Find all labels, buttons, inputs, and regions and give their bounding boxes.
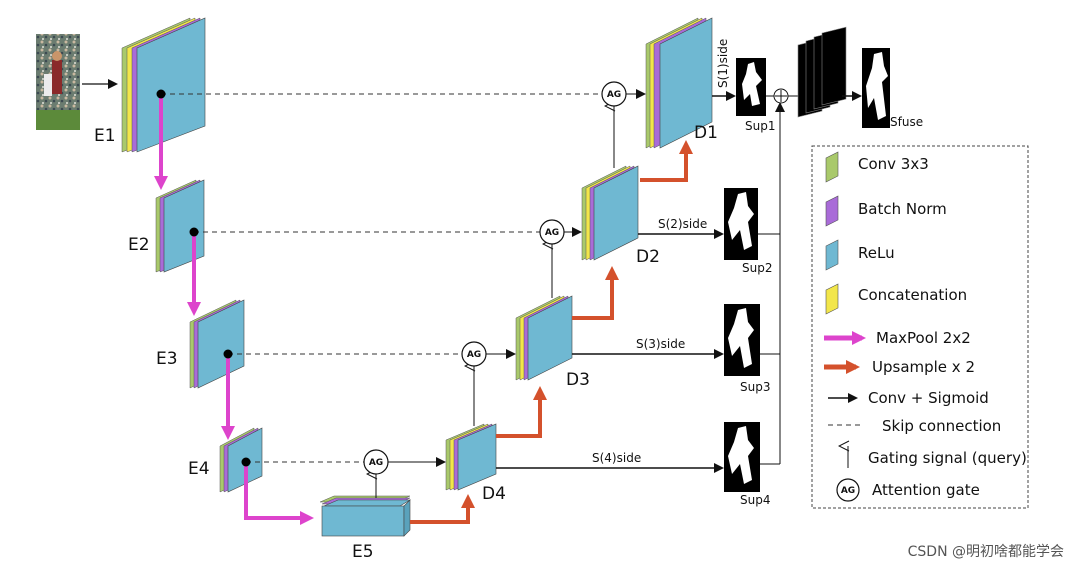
- label-d3: D3: [566, 370, 590, 390]
- stacked-masks: [797, 26, 847, 118]
- attention-gate-3: AG: [461, 341, 487, 367]
- attention-gate-2: AG: [539, 219, 565, 245]
- label-d4: D4: [482, 484, 506, 504]
- svg-text:MaxPool 2x2: MaxPool 2x2: [876, 329, 971, 347]
- label-sup1: Sup1: [745, 119, 775, 133]
- block-d1: [645, 17, 713, 149]
- legend-relu: ReLu: [825, 239, 895, 271]
- svg-text:AG: AG: [369, 458, 383, 468]
- legend-maxpool: MaxPool 2x2: [824, 329, 971, 347]
- block-d2: [581, 165, 639, 261]
- skip-connections: [161, 93, 602, 463]
- svg-text:AG: AG: [545, 228, 559, 238]
- label-e4: E4: [188, 459, 210, 479]
- block-e1: [121, 17, 206, 153]
- input-image: [36, 34, 80, 130]
- gating-signals: [376, 106, 614, 498]
- label-s3-side: S(3)side: [636, 337, 685, 351]
- block-d4: [445, 423, 497, 491]
- label-e2: E2: [128, 235, 150, 255]
- legend-gating: Gating signal (query): [848, 446, 1027, 468]
- svg-text:Upsample x 2: Upsample x 2: [872, 358, 975, 376]
- sup3-mask: [724, 304, 760, 376]
- label-sfuse: Sfuse: [890, 115, 923, 129]
- svg-text:Skip connection: Skip connection: [882, 417, 1001, 435]
- label-s4-side: S(4)side: [592, 451, 641, 465]
- maxpool-arrows: [154, 94, 314, 525]
- sup2-mask: [724, 188, 758, 260]
- legend-conv-sigmoid: Conv + Sigmoid: [828, 389, 989, 407]
- block-e4: [219, 427, 263, 493]
- svg-text:Batch Norm: Batch Norm: [858, 200, 947, 218]
- legend-upsample: Upsample x 2: [824, 358, 975, 376]
- side-output-arrows: [496, 91, 736, 473]
- skip-origin-dots: [156, 89, 251, 467]
- block-d3: [515, 295, 573, 381]
- legend-batch-norm: Batch Norm: [825, 195, 947, 227]
- block-e2: [155, 179, 205, 273]
- svg-text:Conv + Sigmoid: Conv + Sigmoid: [868, 389, 989, 407]
- ag-output-arrows: [388, 89, 646, 467]
- legend-concatenation: Concatenation: [825, 283, 967, 315]
- label-e5: E5: [352, 542, 374, 562]
- watermark: CSDN @明初啥都能学会: [908, 543, 1064, 560]
- sup4-mask: [724, 422, 760, 492]
- svg-text:Conv 3x3: Conv 3x3: [858, 155, 929, 173]
- legend: Conv 3x3 Batch Norm ReLu Concatenation M…: [811, 145, 1029, 509]
- attention-gate-1: AG: [601, 81, 627, 107]
- svg-text:AG: AG: [607, 90, 621, 100]
- svg-text:Attention gate: Attention gate: [872, 481, 980, 499]
- label-sup3: Sup3: [740, 380, 770, 394]
- label-sup2: Sup2: [742, 261, 772, 275]
- fusion-lines: [758, 95, 798, 465]
- sup1-mask: [736, 58, 766, 116]
- label-s2-side: S(2)side: [658, 217, 707, 231]
- upsample-arrows: [410, 140, 693, 524]
- label-d2: D2: [636, 247, 660, 267]
- legend-attention-gate: AG Attention gate: [836, 478, 980, 502]
- svg-text:AG: AG: [841, 486, 855, 496]
- attention-gate-4: AG: [363, 449, 389, 475]
- label-d1: D1: [694, 123, 718, 143]
- legend-conv: Conv 3x3: [825, 151, 929, 183]
- label-s1-side: S(1)side: [716, 39, 730, 88]
- svg-text:Concatenation: Concatenation: [858, 286, 967, 304]
- legend-skip: Skip connection: [828, 417, 1001, 435]
- label-e3: E3: [156, 349, 178, 369]
- concat-circle-plus: [773, 88, 789, 104]
- block-e5: [319, 495, 412, 537]
- svg-text:ReLu: ReLu: [858, 244, 895, 262]
- sfuse-mask: [862, 48, 890, 128]
- svg-text:Gating signal (query): Gating signal (query): [868, 449, 1027, 467]
- label-e1: E1: [94, 126, 116, 146]
- svg-text:AG: AG: [467, 350, 481, 360]
- label-sup4: Sup4: [740, 493, 770, 507]
- block-e3: [189, 299, 245, 389]
